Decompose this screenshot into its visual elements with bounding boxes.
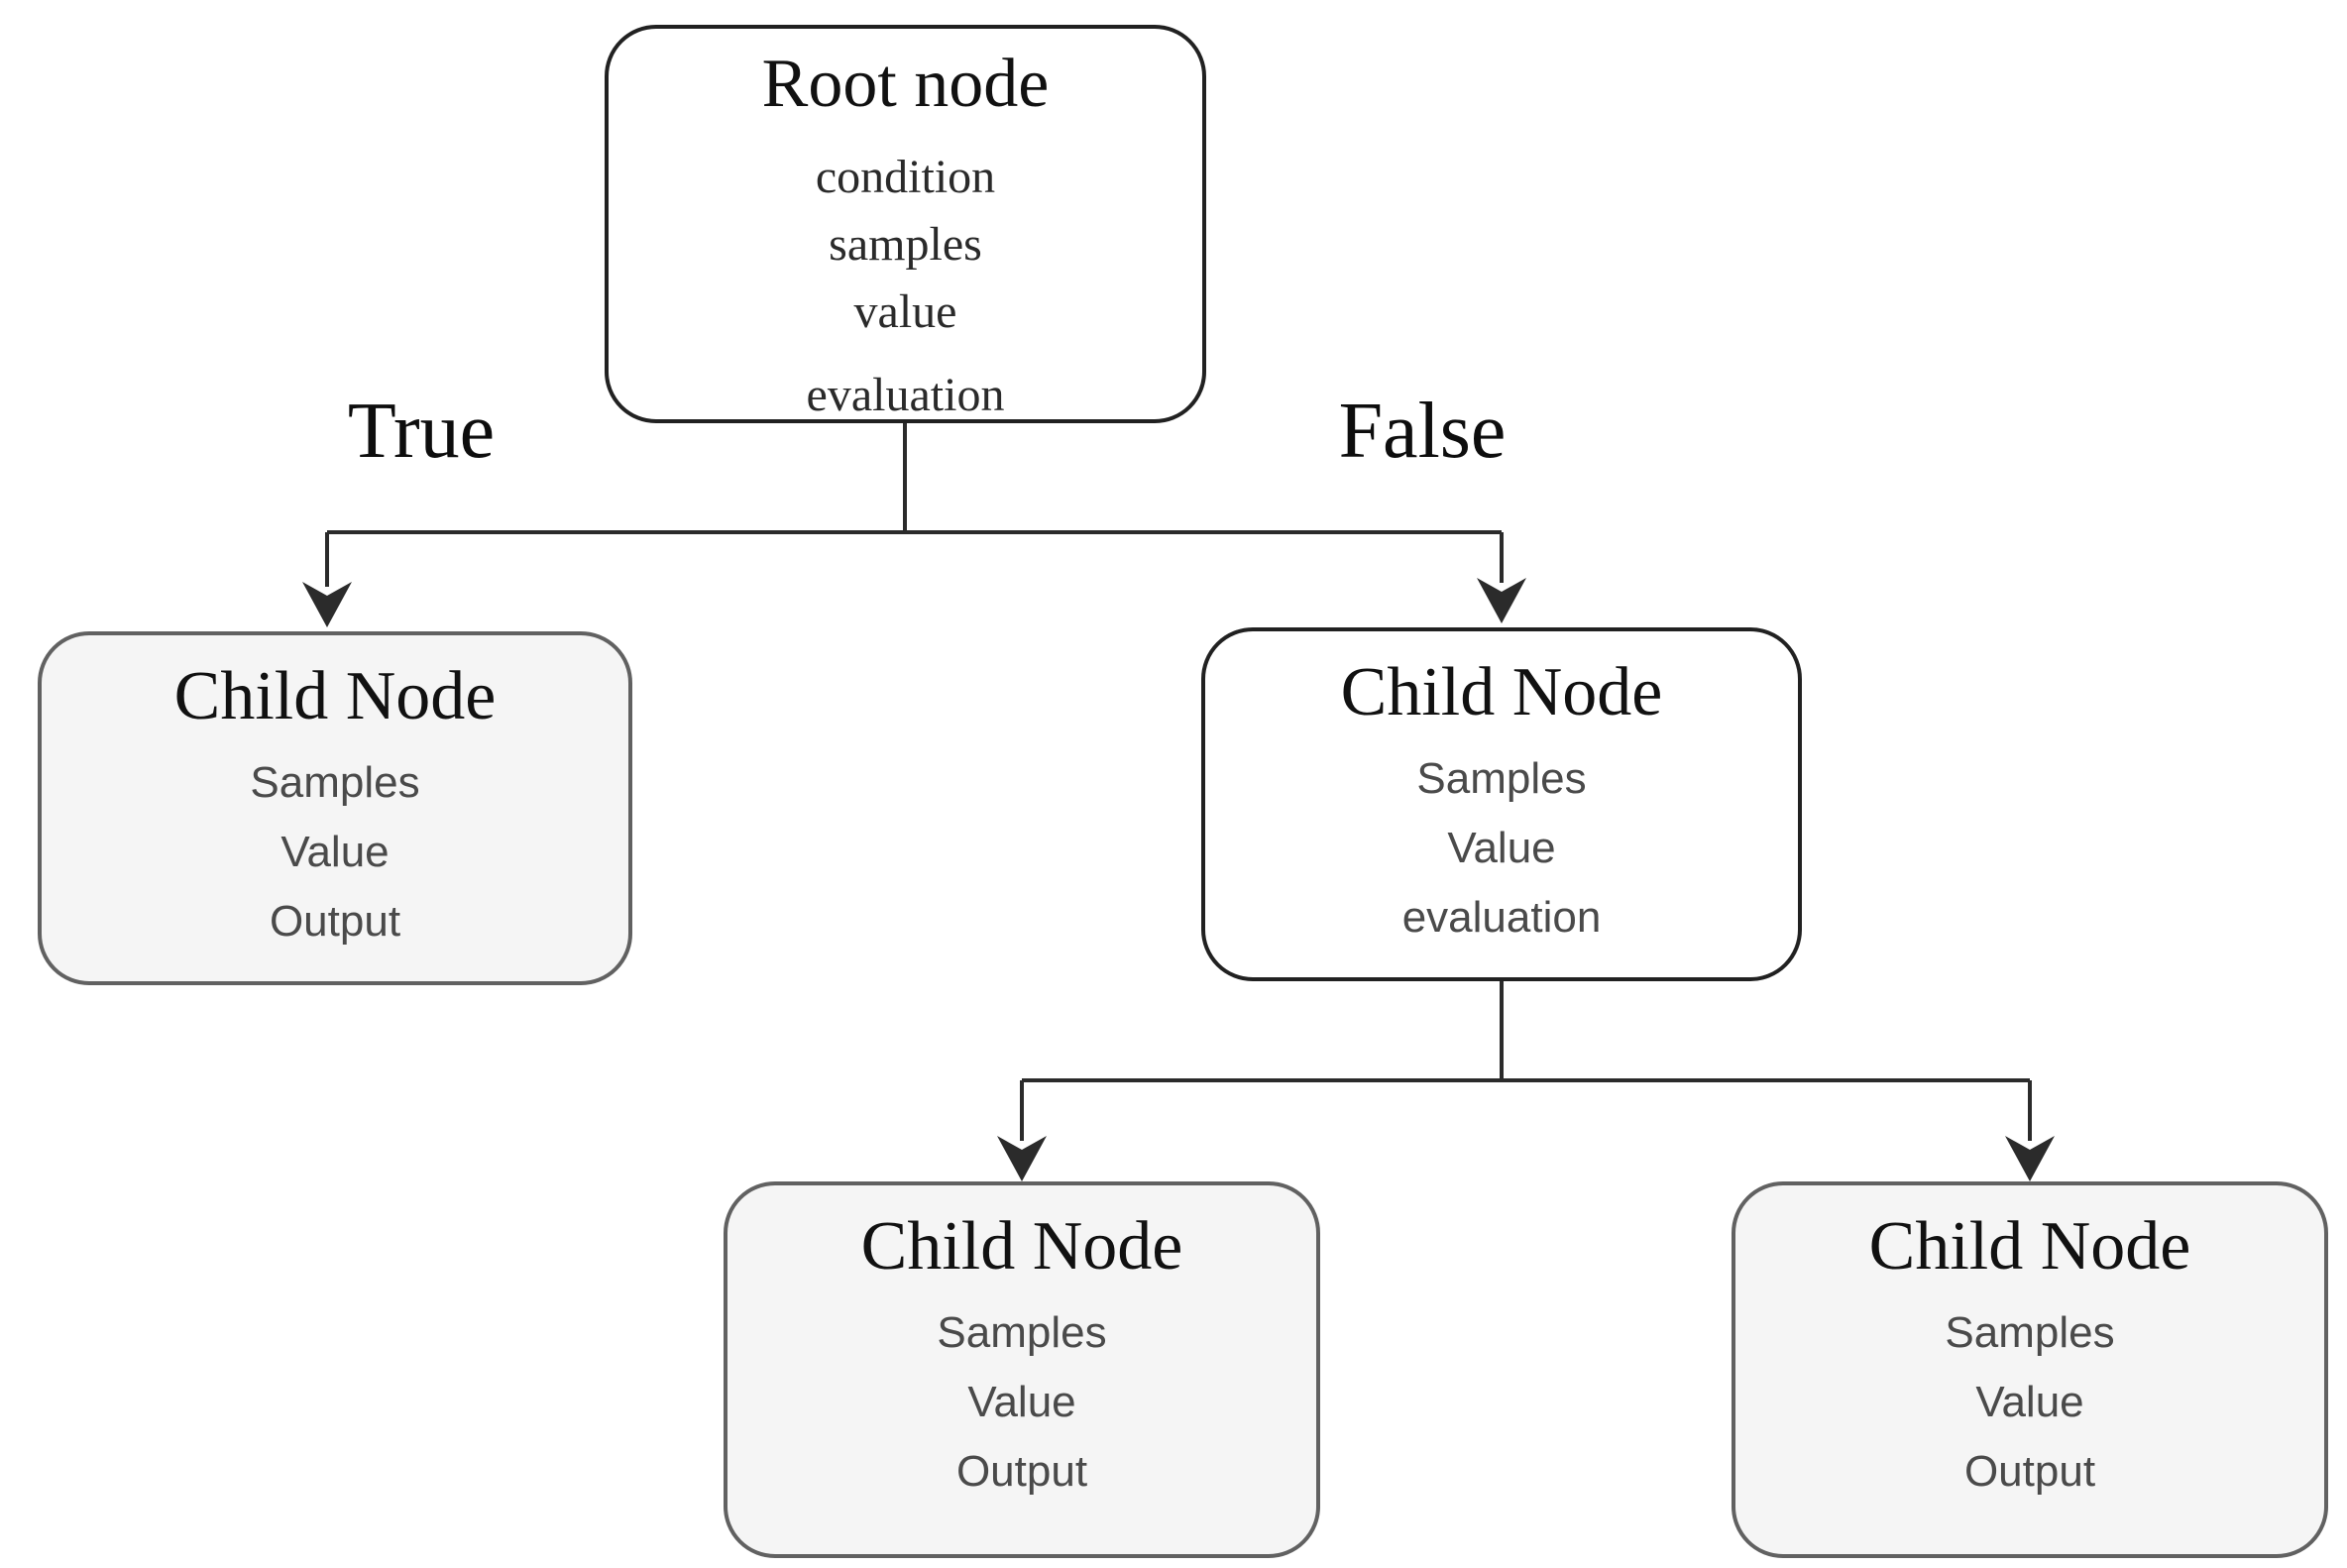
false-edge-label: False — [1338, 388, 1507, 475]
true-edge-label: True — [347, 388, 496, 475]
root-node-line-condition: condition — [815, 151, 996, 203]
root-node-line-evaluation: evaluation — [806, 369, 1005, 421]
grandchild-node-left-body: Samples Value Output — [727, 1298, 1316, 1507]
grandchild-node-right-body: Samples Value Output — [1735, 1298, 2324, 1507]
grandchild-node-right-line-samples: Samples — [1945, 1308, 2115, 1357]
child-node-false-line-evaluation: evaluation — [1401, 893, 1602, 942]
root-node-line-samples: samples — [829, 218, 982, 271]
grandchild-node-left-line-samples: Samples — [937, 1308, 1107, 1357]
grandchild-node-left-title: Child Node — [860, 1208, 1183, 1285]
grandchild-node-right-line-output: Output — [1963, 1447, 2096, 1496]
child-node-false-body: Samples Value evaluation — [1205, 744, 1798, 952]
child-node-true-title: Child Node — [173, 658, 497, 734]
grandchild-node-right-title: Child Node — [1868, 1208, 2191, 1285]
child-node-false-line-value: Value — [1447, 824, 1556, 872]
grandchild-node-right-line-value: Value — [1975, 1378, 2084, 1426]
grandchild-left-arrowhead-icon — [997, 1136, 1047, 1181]
grandchild-node-left: Child Node Samples Value Output — [724, 1181, 1320, 1558]
child-node-true-line-value: Value — [280, 828, 390, 876]
true-branch-arrowhead-icon — [302, 582, 352, 627]
grandchild-node-left-line-output: Output — [955, 1447, 1088, 1496]
root-node-line-value: value — [853, 285, 957, 338]
root-node: Root node condition samples value evalua… — [605, 25, 1206, 423]
child-node-false-title: Child Node — [1340, 654, 1663, 730]
child-node-true-line-samples: Samples — [250, 758, 420, 807]
child-node-false-line-samples: Samples — [1416, 754, 1587, 803]
grandchild-right-arrowhead-icon — [2005, 1136, 2055, 1181]
false-branch-arrowhead-icon — [1477, 578, 1526, 623]
grandchild-node-right: Child Node Samples Value Output — [1732, 1181, 2328, 1558]
child-node-true-body: Samples Value Output — [42, 748, 628, 956]
grandchild-node-left-line-value: Value — [967, 1378, 1076, 1426]
child-node-false: Child Node Samples Value evaluation — [1201, 627, 1802, 981]
child-node-true-line-output: Output — [269, 897, 401, 946]
root-node-body: condition samples value evaluation — [609, 144, 1202, 429]
child-node-true: Child Node Samples Value Output — [38, 631, 632, 985]
root-node-title: Root node — [761, 46, 1050, 122]
